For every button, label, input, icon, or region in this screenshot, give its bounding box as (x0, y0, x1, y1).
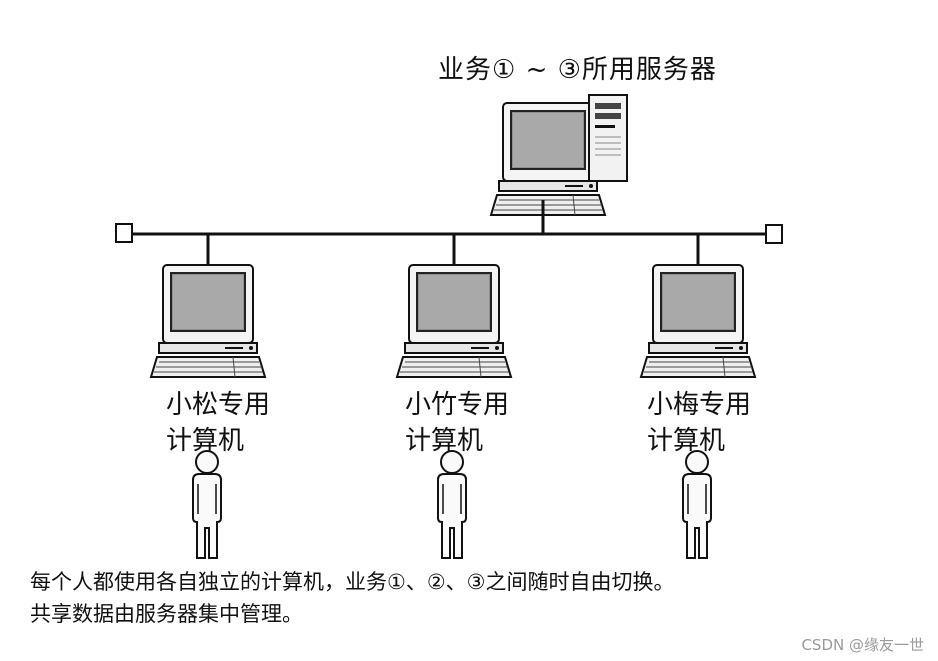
server-computer (490, 94, 628, 216)
client-label-1-line1: 小松专用 (166, 390, 271, 420)
footer-line-2: 共享数据由服务器集中管理。 (30, 602, 303, 626)
server-label: 业务① ~ ③所用服务器 (438, 55, 717, 85)
client-label-3-line2: 计算机 (647, 426, 726, 456)
client-label-2: 小竹专用 计算机 (405, 387, 509, 459)
footer-line-1: 每个人都使用各自独立的计算机，业务①、②、③之间随时自由切换。 (30, 570, 675, 594)
client-label-3-line1: 小梅专用 (647, 390, 752, 420)
client-computer-1 (150, 264, 266, 378)
watermark: CSDN @缘友一世 (801, 636, 924, 654)
client-label-2-line2: 计算机 (405, 426, 484, 456)
bus-terminator-right (765, 224, 783, 244)
network-bus (115, 200, 783, 265)
user-3-icon (682, 450, 712, 559)
client-label-3: 小梅专用 计算机 (647, 387, 751, 459)
bus-terminator-left (115, 223, 133, 243)
client-label-1-line2: 计算机 (166, 426, 245, 456)
server-workstation (490, 102, 606, 216)
user-1-icon (192, 450, 222, 559)
user-2-icon (437, 450, 467, 559)
server-tower (588, 94, 628, 182)
client-label-2-line1: 小竹专用 (405, 390, 510, 420)
client-computer-2 (396, 264, 512, 378)
client-computer-3 (640, 264, 756, 378)
client-label-1: 小松专用 计算机 (166, 387, 270, 459)
